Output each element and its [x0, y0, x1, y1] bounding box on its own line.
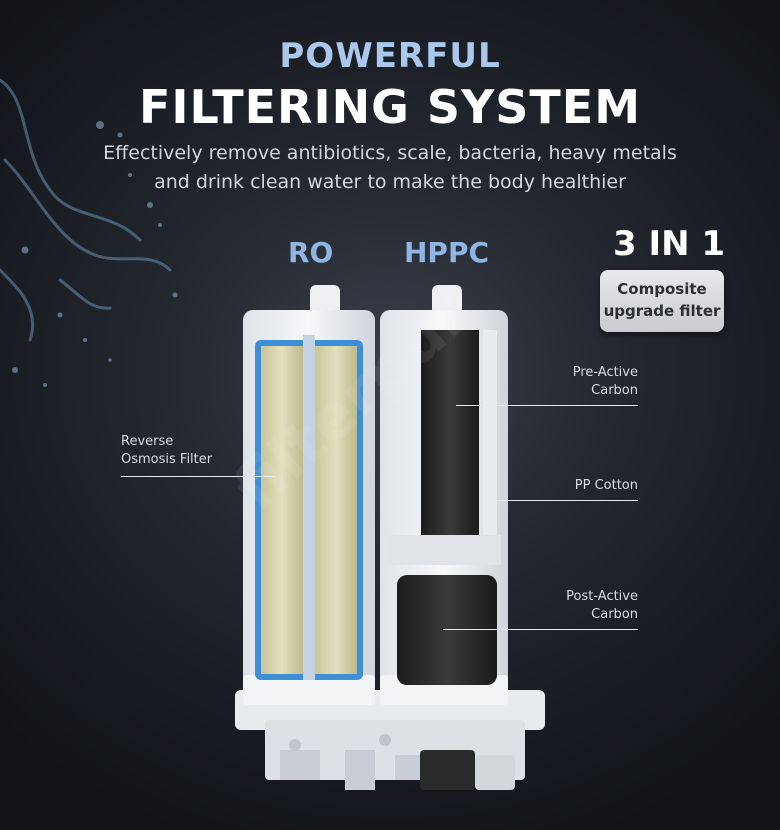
- hppc-cartridge: [380, 285, 508, 705]
- filter-cartridges-illustration: [235, 285, 545, 790]
- callout-reverse-osmosis-line-1: Reverse: [121, 434, 174, 449]
- callout-line-reverse-osmosis: [121, 476, 275, 477]
- callout-line-post-active-carbon: [443, 629, 638, 630]
- water-splash-decoration: [0, 78, 178, 387]
- three-in-one-title: 3 IN 1: [612, 224, 726, 264]
- ro-label: RO: [288, 236, 334, 269]
- headline-powerful: POWERFUL: [279, 36, 501, 76]
- callout-post-active-line-1: Post-Active: [566, 589, 638, 604]
- callout-reverse-osmosis-line-2: Osmosis Filter: [121, 452, 213, 467]
- badge-line-1: Composite: [617, 280, 707, 298]
- callout-pp-cotton-label: PP Cotton: [574, 478, 638, 493]
- callout-reverse-osmosis: Reverse Osmosis Filter: [121, 433, 212, 469]
- callout-post-active-carbon: Post-Active Carbon: [538, 588, 638, 624]
- callout-pp-cotton: PP Cotton: [538, 477, 638, 495]
- callout-pre-active-line-1: Pre-Active: [572, 365, 638, 380]
- headline-filtering-system: FILTERING SYSTEM: [139, 80, 641, 134]
- callout-post-active-line-2: Carbon: [591, 607, 638, 622]
- callout-pre-active-carbon: Pre-Active Carbon: [538, 364, 638, 400]
- callout-line-pre-active-carbon: [456, 405, 638, 406]
- description-line-1: Effectively remove antibiotics, scale, b…: [103, 142, 677, 164]
- description-line-2: and drink clean water to make the body h…: [154, 171, 626, 193]
- hppc-label: HPPC: [404, 236, 490, 269]
- badge-line-2: upgrade filter: [603, 302, 721, 320]
- callout-line-pp-cotton: [487, 500, 638, 501]
- composite-upgrade-badge: Composite upgrade filter: [600, 270, 724, 332]
- callout-pre-active-line-2: Carbon: [591, 383, 638, 398]
- ro-cartridge: [243, 285, 375, 705]
